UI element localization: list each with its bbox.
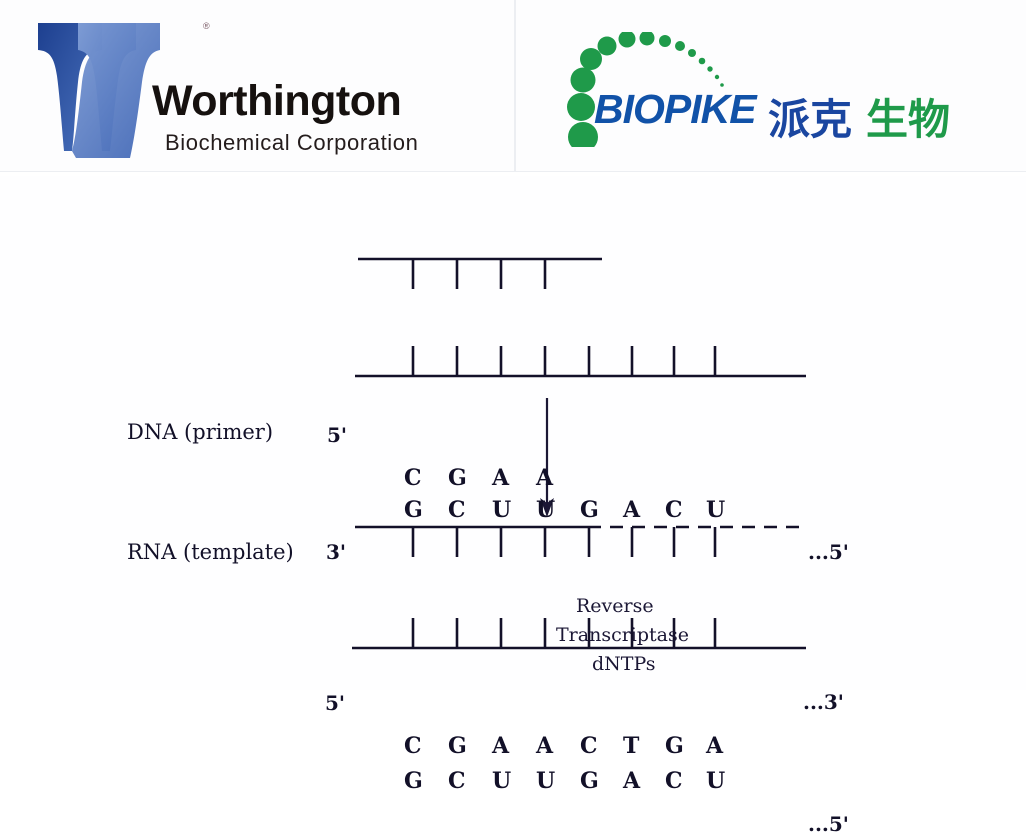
enzyme-label-line2: Transcriptase [556,624,689,646]
bottom-rna-base: G [404,768,423,794]
worthington-subtitle-text: Biochemical Corporation [165,130,419,155]
logo-band: ® Worthington Biochemical Corporation [0,0,1026,176]
top-dna-base: A [536,465,554,491]
biopike-dot-arc-icon [567,32,724,147]
top-rna-base: U [492,497,512,523]
top-rna-base: U [536,497,556,523]
dna-primer-label: DNA (primer) [127,420,274,444]
top-rna-base: C [665,497,683,523]
bottom-dna-base: C [580,733,598,759]
product-5prime-label: 5' [325,691,346,715]
top-rna-base: G [404,497,423,523]
worthington-v-mark-icon [38,23,160,158]
diagram-lines [352,257,806,650]
bottom-dna-base: A [536,733,554,759]
bottom-rna-base: G [580,768,599,794]
biopike-chinese-blue-text: 派克 [768,95,853,144]
rna-template-5prime-end-label: ...5' [808,540,849,564]
dna-primer-5prime-label: 5' [327,423,348,447]
bottom-rna-base: U [706,768,726,794]
bottom-rna-base: U [492,768,512,794]
bottom-dna-base: A [492,733,510,759]
bottom-rna-base: U [536,768,556,794]
bottom-dna-base: T [623,733,640,759]
bottom-rna-base: C [665,768,683,794]
bottom-dna-base: C [404,733,422,759]
bottom-dna-base: G [448,733,467,759]
top-rna-base: C [448,497,466,523]
top-rna-base: G [580,497,599,523]
reaction-arrow [540,398,554,517]
biopike-brand-text: BIOPIKE [594,86,757,132]
bottom-dna-base: G [665,733,684,759]
bottom-rna-5prime-end-label: ...5' [808,812,849,836]
biopike-chinese-green-text: 生物 [866,95,951,144]
rna-template-3prime-label: 3' [326,540,347,564]
trademark-symbol: ® [203,21,210,31]
worthington-logo-panel: ® Worthington Biochemical Corporation [0,0,515,172]
bottom-dna-base: A [706,733,724,759]
top-dna-base: A [492,465,510,491]
bottom-rna-base: C [448,768,466,794]
rna-template-label: RNA (template) [127,540,294,564]
worthington-brand-text: Worthington [152,77,402,125]
bottom-rna-base: A [623,768,641,794]
top-rna-base: U [706,497,726,523]
biopike-logo-panel: BIOPIKE 派克 生物 [515,0,1026,172]
enzyme-label-line1: Reverse [576,595,654,617]
enzyme-label-line3: dNTPs [592,653,656,675]
top-rna-base: A [623,497,641,523]
product-3prime-end-label: ...3' [803,690,844,714]
reverse-transcription-diagram: DNA (primer) RNA (template) 5' 3' ...5' … [0,176,1026,836]
top-dna-base: G [448,465,467,491]
top-dna-base: C [404,465,422,491]
